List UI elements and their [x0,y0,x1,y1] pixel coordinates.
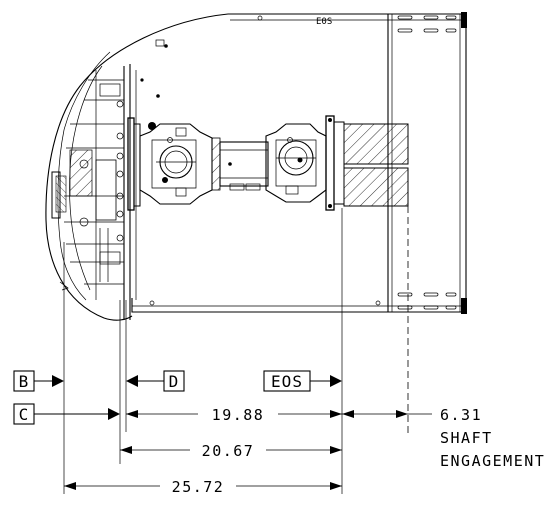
housing-label: E0S [316,17,332,27]
drive-shaft [127,115,345,211]
datum-d-marker [126,375,138,387]
dimension-20-67-label: 20.67 [202,442,255,460]
datum-c-marker [108,408,120,420]
dimension-25-72-label: 25.72 [172,478,225,496]
datum-b-marker [52,375,64,387]
datum-callout-c: C [13,403,120,425]
datum-callout-d: D [126,370,185,392]
datum-b-label: B [19,372,30,391]
mounting-details [140,39,168,130]
datum-callout-b: B [13,370,64,392]
dimension-19-88-label: 19.88 [212,406,265,424]
dimension-6-31: 6.31 SHAFT ENGAGEMENT [342,406,545,470]
dimension-6-31-label: 6.31 [440,406,482,424]
dimension-19-88: 19.88 [126,406,342,424]
machine-housing: E0S [45,12,467,321]
datum-callout-eos: EOS [263,370,342,392]
datum-d-box [163,370,185,392]
dimension-25-72: 25.72 [64,478,342,496]
shaft-note-line2: ENGAGEMENT [440,452,545,470]
dimension-20-67: 20.67 [120,442,342,460]
datum-eos-marker [330,375,342,387]
gearbox-section [51,51,137,320]
extension-lines [63,206,409,494]
datum-d-label: D [169,372,180,391]
shaft-note-line1: SHAFT [440,429,493,447]
engaged-shaft [343,123,409,207]
datum-c-label: C [19,405,30,424]
datum-eos-label: EOS [271,372,303,391]
